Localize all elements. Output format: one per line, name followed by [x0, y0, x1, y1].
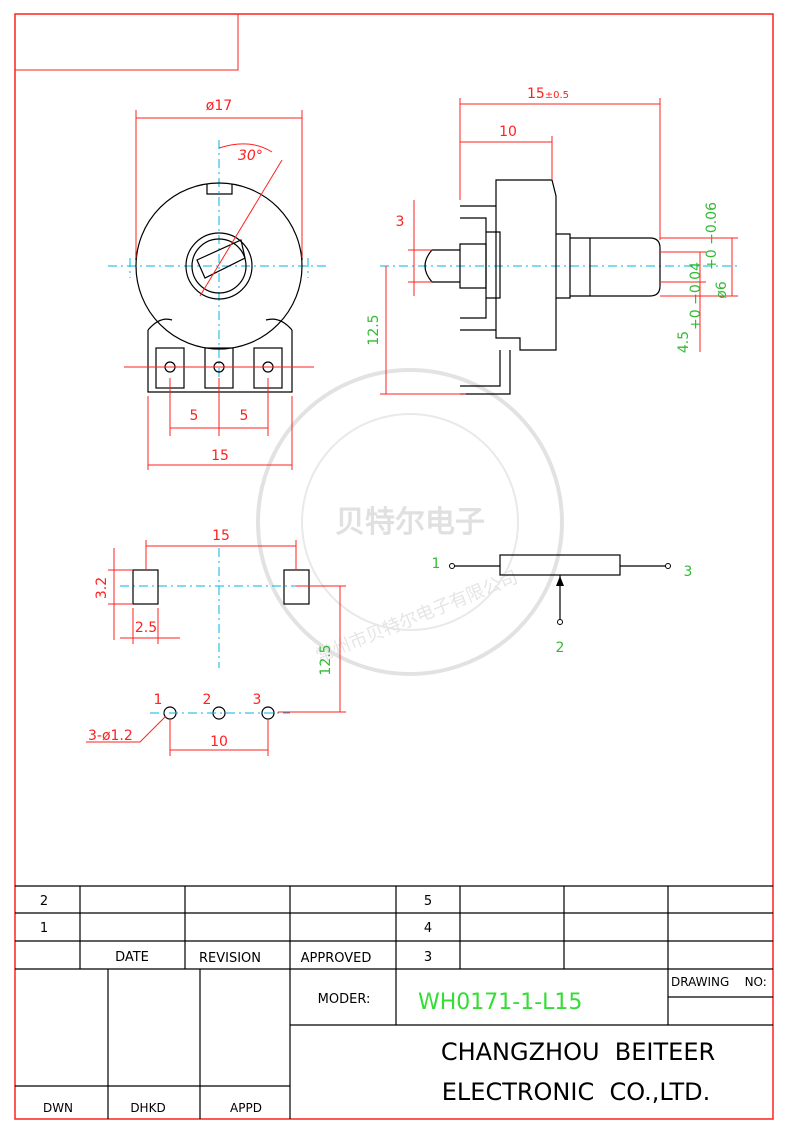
dim-shaft-flat: 4.5	[676, 331, 692, 353]
sch-pin3: 3	[684, 564, 693, 580]
rev-right-5: 5	[424, 894, 432, 909]
rev-row-2: 2	[40, 894, 48, 909]
watermark-text: 贝特尔电子	[335, 505, 485, 540]
date-label: DATE	[115, 950, 149, 965]
fp-pin2: 2	[203, 692, 212, 708]
sheet-border	[14, 13, 774, 1120]
model-number: WH0171-1-L15	[418, 990, 582, 1015]
fp-hole-pitch: 10	[210, 734, 228, 750]
sch-pin2: 2	[556, 640, 565, 656]
sch-pin1: 1	[432, 556, 441, 572]
fp-pin1: 1	[154, 692, 163, 708]
dim-pitch-right: 5	[240, 408, 249, 424]
fp-height: 12.5	[318, 644, 334, 675]
corner-box	[15, 14, 239, 71]
drawing-no-label: DRAWING NO:	[671, 975, 767, 989]
moder-label: MODER:	[318, 992, 371, 1007]
dim-height: 12.5	[366, 314, 382, 345]
fp-span: 15	[212, 528, 230, 544]
fp-pad-w: 2.5	[135, 620, 157, 636]
dim-width: 15	[211, 448, 229, 464]
company-line-2: ELECTRONIC CO.,LTD.	[442, 1078, 711, 1106]
approved-label: APPROVED	[301, 951, 372, 966]
rev-row-1: 1	[40, 921, 48, 936]
title-block: 2 1 5 4 3 DATE REVISION APPROVED MODER: …	[15, 885, 773, 1119]
side-view: 15±0.5 10 3 12.5 4.5 +0 −0.04 ø6 +0 −0.0…	[366, 86, 740, 395]
dim-shaft-dia-tol: +0 −0.06	[704, 202, 720, 270]
revision-label: REVISION	[199, 951, 261, 966]
dim-length: 15	[527, 86, 545, 102]
dim-angle: 30°	[238, 148, 263, 164]
fp-pad-h: 3.2	[94, 577, 110, 599]
dim-shaft-dia: ø6	[714, 281, 730, 299]
dim-bushing: 10	[499, 124, 517, 140]
fp-holes: 3-ø1.2	[88, 728, 133, 744]
dwn-label: DWN	[43, 1101, 73, 1115]
dim-length-tol: ±0.5	[545, 90, 569, 101]
svg-text:15±0.5: 15±0.5	[527, 86, 569, 102]
dhkd-label: DHKD	[130, 1101, 165, 1115]
rev-right-3: 3	[424, 950, 432, 965]
dim-diameter: ø17	[206, 98, 232, 114]
dim-flat: 3	[396, 214, 405, 230]
footprint: 15 3.2 2.5 12.5 1 2 3 3-ø1.2 10	[86, 528, 346, 756]
appd-label: APPD	[230, 1101, 262, 1115]
watermark-stamp: 贝特尔电子 常州市贝特尔电子有限公司	[256, 368, 564, 676]
company-line-1: CHANGZHOU BEITEER	[441, 1038, 715, 1066]
dim-pitch-left: 5	[190, 408, 199, 424]
rev-right-4: 4	[424, 921, 432, 936]
front-view: ø17 30° 5 5 15	[108, 98, 330, 470]
fp-pin3: 3	[253, 692, 262, 708]
schematic-symbol: 1 3 2	[432, 554, 693, 656]
